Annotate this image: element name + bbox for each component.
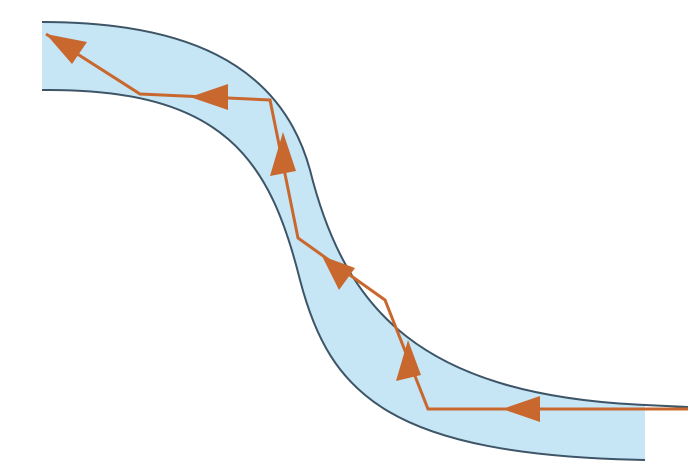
light-guide-diagram (0, 0, 690, 466)
